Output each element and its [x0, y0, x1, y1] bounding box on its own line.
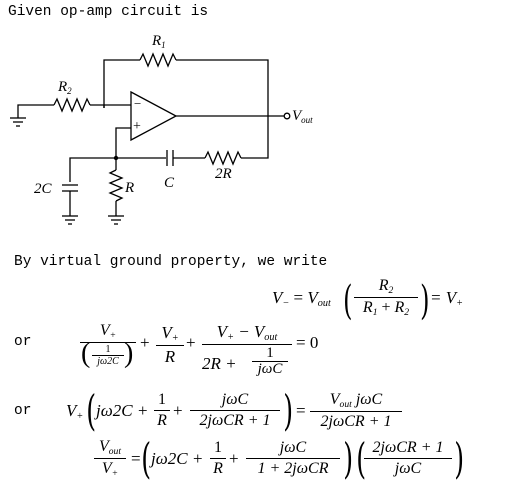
eq2-term1: V+ ( 1 jω2C ) — [80, 322, 136, 370]
eq1-rhs: = V+ — [430, 288, 463, 309]
r2-wire-right — [90, 104, 105, 108]
eq2-rhs: = 0 — [296, 333, 319, 352]
r2-resistor — [53, 97, 91, 113]
r2-label: R2 — [58, 79, 72, 96]
opamp-minus-label: − — [134, 96, 142, 111]
r-resistor — [108, 169, 124, 202]
eq3-eq: = — [296, 401, 306, 420]
r-label: R — [125, 180, 135, 196]
eq3-c: jωC 2jωCR + 1 — [190, 391, 280, 430]
eq3-a: jω2C + — [96, 401, 149, 420]
two-r-wire-right — [241, 116, 269, 159]
eq4-d: 2jωCR + 1 jωC — [364, 439, 452, 478]
opamp-circuit-diagram — [10, 52, 291, 225]
eq3-lhs: V+ — [66, 401, 84, 422]
virtual-ground-text: By virtual ground property, we write — [14, 254, 328, 270]
eq2-plus2: + — [186, 333, 196, 352]
eq1-fraction: R2 R1 + R2 — [354, 277, 418, 318]
c-label: C — [164, 175, 175, 191]
r1-wire-right — [176, 59, 269, 116]
eq4-b: 1 R — [210, 439, 226, 478]
two-c-label: 2C — [34, 181, 52, 197]
two-r-resistor — [204, 150, 242, 166]
r1-wire-left — [103, 59, 140, 108]
opamp-plus-label: + — [133, 119, 141, 134]
eq3-b: 1 R — [154, 391, 170, 430]
bottom-wire-left — [69, 157, 166, 182]
eq1-lhs: V− = Vout — [272, 288, 331, 309]
two-r-label: 2R — [215, 166, 232, 182]
eq2-term2: V+ R — [156, 323, 184, 367]
intro-text: Given op-amp circuit is — [8, 4, 209, 20]
eq3-plus: + — [173, 401, 183, 420]
r1-label: R1 — [152, 33, 166, 50]
junction-dot — [113, 155, 119, 161]
eq2-plus1: + — [140, 333, 150, 352]
vout-label: Vout — [292, 108, 313, 125]
or-label-1: or — [14, 334, 32, 350]
eq4-c: jωC 1 + 2jωCR — [246, 439, 340, 478]
noninverting-input-wire — [115, 127, 131, 158]
eq4-plus: + — [229, 449, 239, 468]
eq4-a: jω2C + — [151, 449, 204, 468]
eq4-lhs: Vout V+ — [94, 438, 126, 479]
opamp-triangle — [130, 90, 178, 142]
r1-resistor — [139, 52, 177, 68]
eq3-rhs: Vout jωC 2jωCR + 1 — [310, 391, 402, 431]
eq2-term3: V+ − Vout 2R + 1 jωC — [202, 322, 292, 378]
r2-wire-left — [17, 104, 54, 118]
output-terminal — [283, 112, 291, 120]
or-label-2: or — [14, 403, 32, 419]
eq4-eq: = — [131, 449, 141, 468]
